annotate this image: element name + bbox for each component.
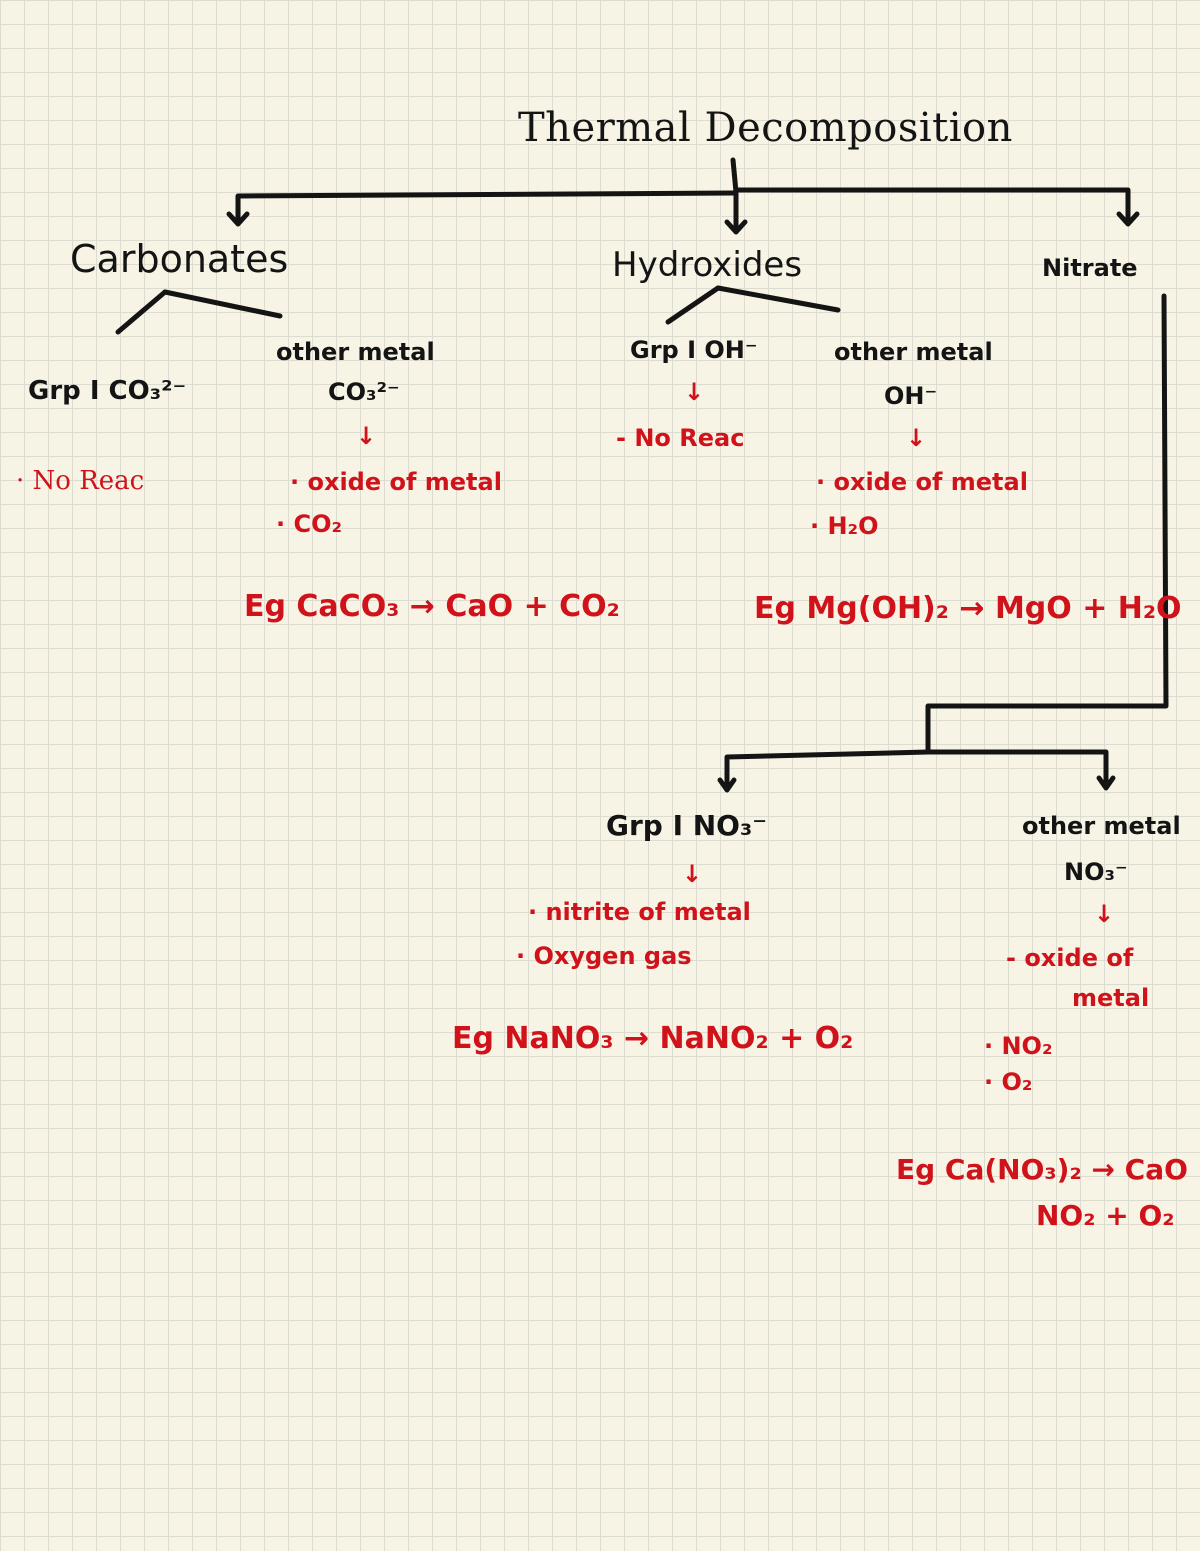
hydroxides-product-1: · oxide of metal [816, 468, 1028, 496]
arrowhead-nitrate-other [1096, 775, 1116, 791]
carbonates-product-2: · CO₂ [276, 510, 342, 538]
nitrate-grp1-label: Grp I NO₃⁻ [606, 809, 768, 842]
hydroxides-other-label: other metal [834, 338, 993, 366]
nitrate-branch-left [724, 749, 931, 791]
carbonates-other-label: other metal [276, 338, 435, 366]
carbonates-other-arrow-icon: ↓ [356, 422, 377, 450]
nitrate-other-arrow-icon: ↓ [1094, 900, 1115, 928]
hydroxides-other-arrow-icon: ↓ [906, 424, 927, 452]
carbonates-heading: Carbonates [70, 237, 289, 281]
title-stem [730, 157, 739, 195]
arrowhead-carbonates [226, 211, 250, 227]
arrowhead-nitrate [1116, 211, 1140, 227]
hydroxides-grp1-arrow-icon: ↓ [684, 378, 705, 406]
carbonates-branch-right [162, 289, 283, 319]
carbonates-grp1-result: · No Reac [16, 466, 145, 496]
hydroxides-branch-right [715, 285, 841, 313]
carbonates-branch-left [115, 289, 168, 335]
top-branch-right [733, 187, 1131, 225]
arrowhead-nitrate-grp1 [717, 777, 737, 793]
nitrate-branch-right [925, 749, 1109, 789]
nitrate-other-product-3: · O₂ [984, 1068, 1033, 1096]
nitrate-down-line [925, 293, 1169, 755]
nitrate-grp1-product-1: · nitrite of metal [528, 898, 751, 926]
nitrate-other-product-1: - oxide of [1006, 944, 1134, 972]
nitrate-grp1-arrow-icon: ↓ [682, 860, 703, 888]
nitrate-other-product-1b: metal [1072, 984, 1150, 1012]
hydroxides-example: Eg Mg(OH)₂ → MgO + H₂O [754, 591, 1182, 626]
nitrate-other-label: other metal [1022, 812, 1181, 840]
nitrate-other-example-line-2: NO₂ + O₂ [1036, 1199, 1175, 1232]
nitrate-other-example-line-1: Eg Ca(NO₃)₂ → CaO + [896, 1153, 1200, 1186]
nitrate-other-ion: NO₃⁻ [1064, 858, 1128, 886]
hydroxides-other-ion: OH⁻ [884, 382, 938, 410]
nitrate-other-product-2: · NO₂ [984, 1032, 1053, 1060]
diagram-title: Thermal Decomposition [518, 105, 1013, 151]
top-branch-left [235, 190, 736, 225]
carbonates-grp1-label: Grp I CO₃²⁻ [28, 376, 187, 406]
hydroxides-product-2: · H₂O [810, 512, 879, 540]
hydroxides-branch-left [665, 285, 721, 325]
carbonates-other-ion: CO₃²⁻ [328, 378, 400, 406]
nitrate-grp1-product-2: · Oxygen gas [516, 942, 692, 970]
carbonates-product-1: · oxide of metal [290, 468, 502, 496]
hydroxides-grp1-result: - No Reac [616, 424, 745, 452]
nitrate-heading: Nitrate [1042, 254, 1138, 282]
carbonates-example: Eg CaCO₃ → CaO + CO₂ [244, 589, 620, 624]
nitrate-grp1-example: Eg NaNO₃ → NaNO₂ + O₂ [452, 1021, 854, 1056]
arrowhead-hydroxides [724, 219, 748, 235]
hydroxides-heading: Hydroxides [612, 245, 803, 285]
hydroxides-grp1-label: Grp I OH⁻ [630, 336, 758, 364]
